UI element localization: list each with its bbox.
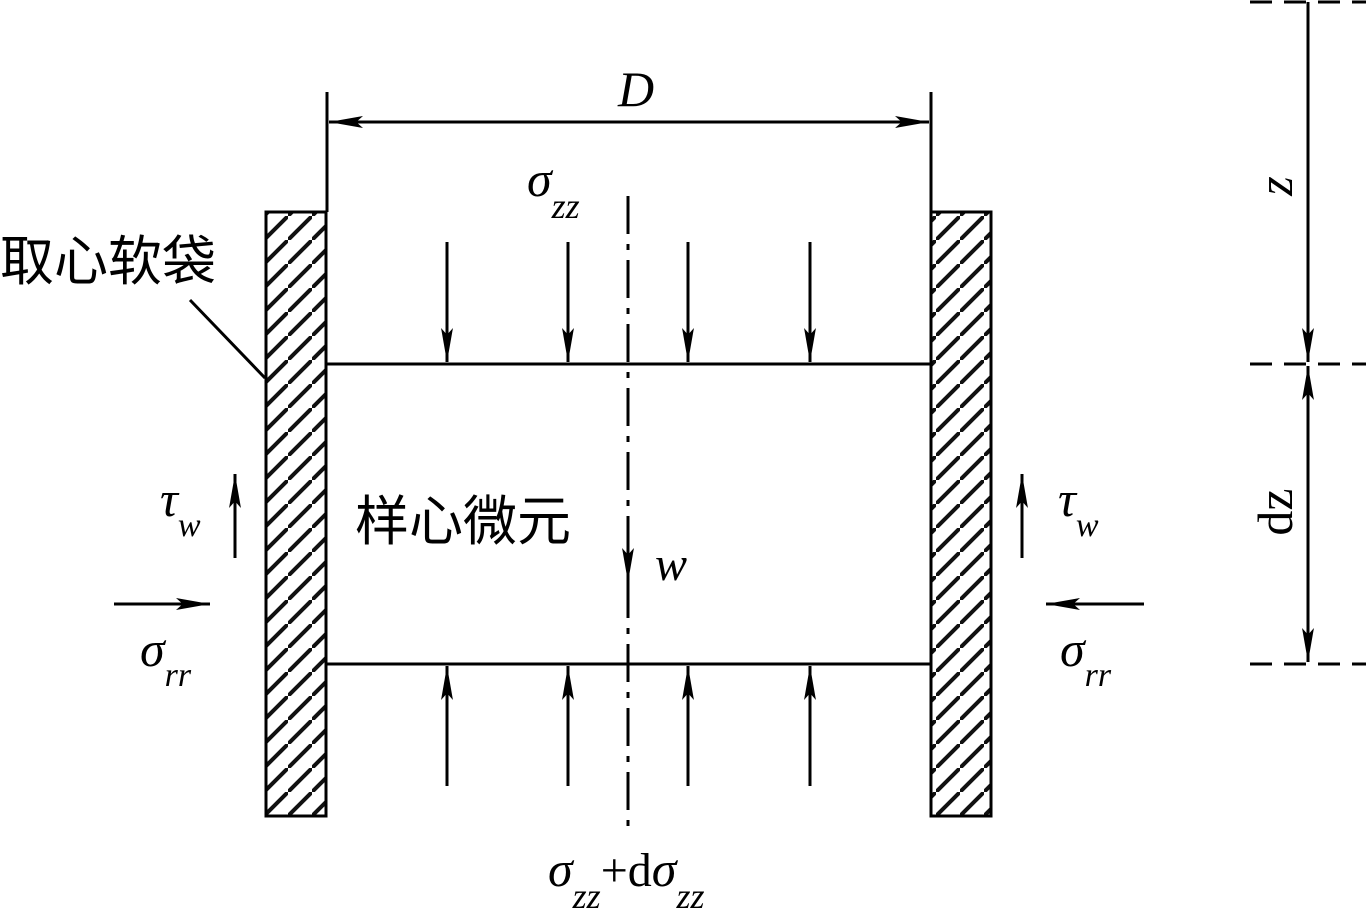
d-label: D: [617, 61, 654, 117]
bag-label: 取心软袋: [0, 230, 216, 293]
sigma-zz-bottom-label: σzz+dσzz: [548, 841, 704, 911]
tau-left-label: τw: [160, 471, 201, 544]
sigma-zz-bottom-plus: +d: [601, 844, 652, 897]
sigma-rr-left-main: σ: [140, 621, 167, 677]
tau-left-main: τ: [160, 471, 180, 527]
element-label: 样心微元: [355, 490, 571, 553]
dz-label: dz: [1247, 488, 1303, 535]
z-label: z: [1247, 176, 1303, 196]
sigma-rr-right-sub: rr: [1085, 657, 1112, 694]
sigma-zz-top-label: σzz: [527, 151, 580, 226]
sigma-zz-top-sub: zz: [551, 186, 580, 226]
top-stress-arrows: [441, 242, 816, 362]
right-bag-wall: [929, 210, 993, 818]
sigma-zz-bottom-sub: zz: [572, 876, 601, 911]
sigma-zz-bottom-main2: σ: [652, 841, 679, 897]
tau-right-label: τw: [1058, 471, 1099, 544]
sigma-rr-right-label: σrr: [1060, 621, 1112, 694]
tau-left-sub: w: [178, 507, 201, 544]
sigma-zz-bottom-main: σ: [548, 841, 575, 897]
sigma-rr-right-main: σ: [1060, 621, 1087, 677]
w-label: w: [655, 538, 687, 591]
tau-right-main: τ: [1058, 471, 1078, 527]
bottom-stress-arrows: [441, 666, 816, 786]
sigma-rr-left-sub: rr: [165, 657, 192, 694]
bag-leader-line: [188, 298, 267, 380]
sigma-zz-bottom-sub2: zz: [675, 876, 704, 911]
sigma-rr-left-label: σrr: [140, 621, 192, 694]
tau-right-sub: w: [1076, 507, 1099, 544]
left-bag-wall: [264, 210, 328, 818]
sigma-zz-top-main: σ: [527, 151, 554, 207]
